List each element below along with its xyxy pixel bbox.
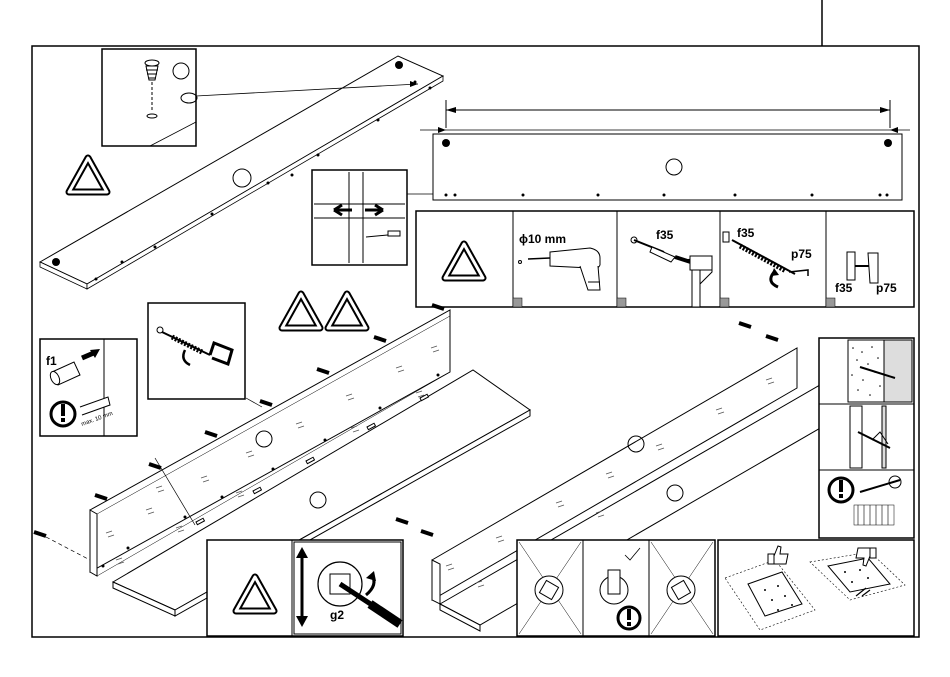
front-panel-top [420,100,910,200]
placement-panel [718,540,914,636]
mounting-bolt [421,531,433,535]
pin-inset: f1 max. 10 mm [40,339,137,436]
drill-size-label: ϕ10 mm [519,232,566,246]
warning-triangle-icon [328,294,366,328]
exclamation-circle-icon [51,402,75,426]
exclamation-circle-icon [829,478,853,502]
bracket-f35-label: f35 [835,281,853,295]
mounting-bolt [396,519,408,523]
pin-f1-label: f1 [46,354,57,368]
tool-panel: g2 [207,540,403,636]
wall-anchor-insets [819,338,914,538]
bracket-p75-label: p75 [876,281,897,295]
bracket-orientation-panel [517,540,715,636]
warning-triangle-icon [69,158,107,192]
tool-g2-label: g2 [330,608,344,622]
wall-mount-steps: ϕ10 mm f35 f35 p75 [416,211,914,307]
warning-triangle-icon [282,294,320,328]
mounting-bolt [766,336,778,340]
screwdriver-inset [148,303,245,399]
brick-wall-section [848,340,912,402]
dowel-f35-label: f35 [737,226,755,240]
screw-p75-label: p75 [791,247,812,261]
dowel-f35-label: f35 [656,228,674,242]
mounting-bolt [739,323,751,327]
exclamation-circle-icon [618,607,640,629]
